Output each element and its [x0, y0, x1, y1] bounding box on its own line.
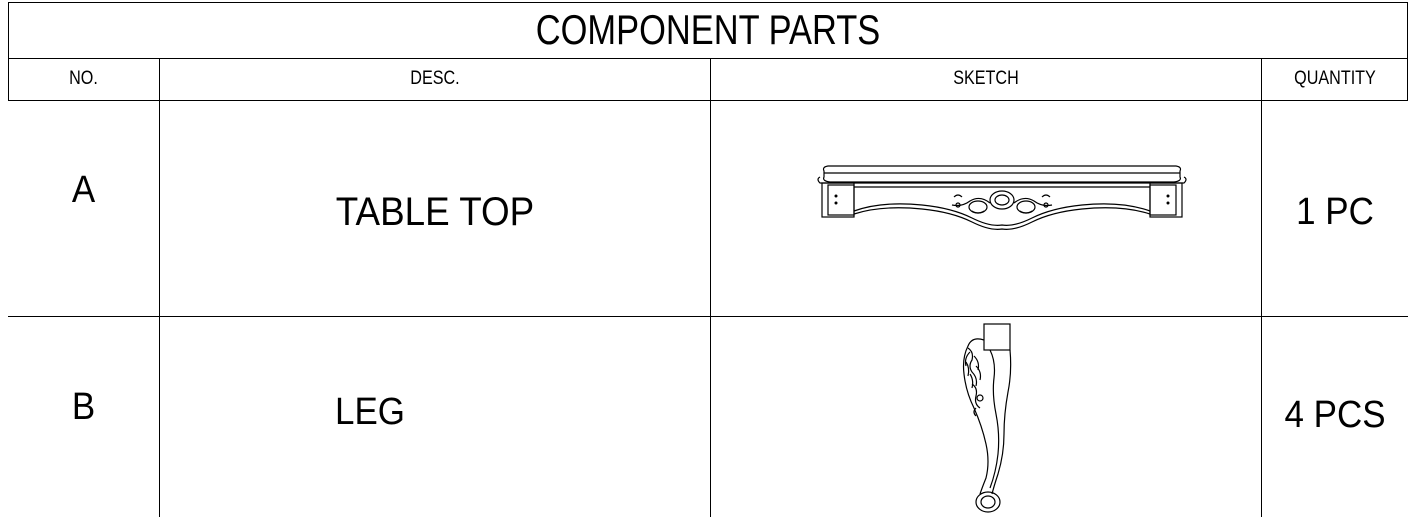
table-top-sketch-icon	[817, 165, 1187, 230]
row-b-no: B	[71, 385, 96, 428]
row-a-quantity: 1 PC	[1296, 190, 1374, 233]
table-border-left	[8, 2, 9, 100]
row-b-quantity: 4 PCS	[1284, 393, 1386, 436]
table-border-top	[8, 2, 1408, 3]
row-divider	[8, 316, 1408, 317]
row-b-desc: LEG	[335, 390, 405, 433]
column-divider-sketch	[1261, 58, 1262, 517]
header-desc: DESC.	[410, 68, 460, 89]
header-sketch: SKETCH	[953, 68, 1019, 89]
header-divider	[8, 100, 1408, 101]
row-a-no: A	[71, 168, 96, 211]
column-divider-no	[159, 58, 160, 517]
header-quantity: QUANTITY	[1294, 68, 1376, 89]
row-a-desc: TABLE TOP	[335, 189, 535, 234]
header-no: NO.	[69, 68, 98, 89]
cabriole-leg-sketch-icon	[962, 323, 1012, 513]
title-divider	[8, 58, 1408, 59]
column-divider-desc	[710, 58, 711, 517]
table-title: COMPONENT PARTS	[535, 6, 881, 53]
table-border-right	[1407, 2, 1408, 100]
